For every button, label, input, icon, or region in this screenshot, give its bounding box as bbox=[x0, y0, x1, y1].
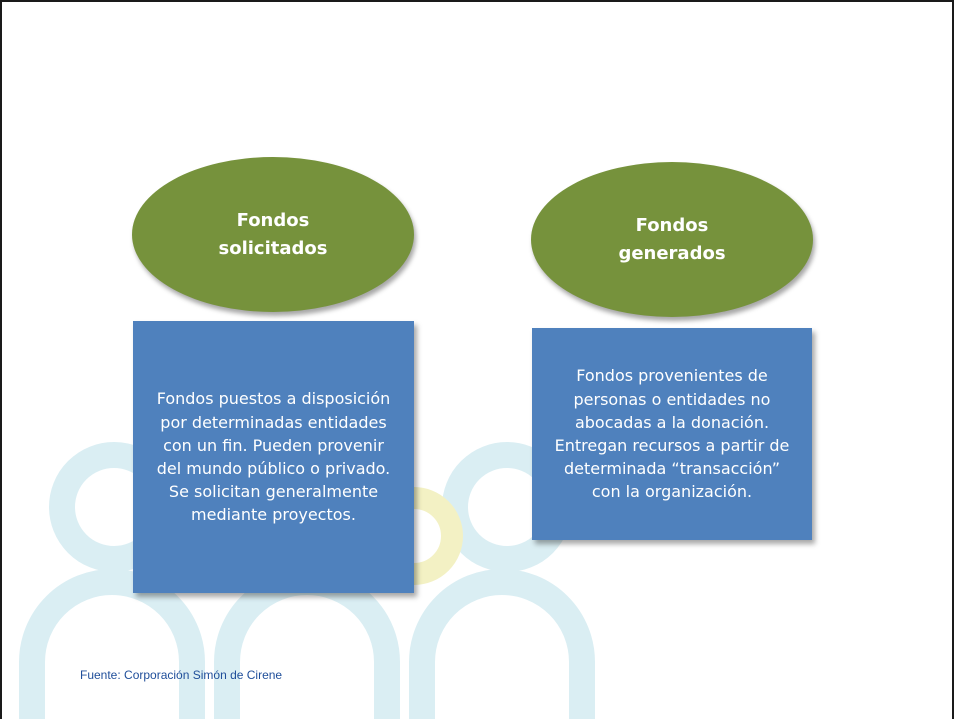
watermark-body-center bbox=[214, 569, 400, 719]
fondos-solicitados-heading: Fondos solicitados bbox=[218, 209, 328, 259]
watermark-body-right bbox=[409, 569, 595, 719]
fondos-solicitados-description: Fondos puestos a disposición por determi… bbox=[156, 389, 391, 525]
watermark-body-left bbox=[19, 569, 205, 719]
fondos-generados-heading: Fondos generados bbox=[618, 214, 726, 264]
fondos-generados-description-box: Fondos provenientes de personas o entida… bbox=[532, 328, 812, 540]
fondos-solicitados-description-box: Fondos puestos a disposición por determi… bbox=[133, 321, 414, 593]
source-caption: Fuente: Corporación Simón de Cirene bbox=[80, 668, 283, 682]
fondos-generados-ellipse: Fondos generados bbox=[531, 162, 813, 317]
fondos-solicitados-ellipse: Fondos solicitados bbox=[132, 157, 414, 312]
fondos-generados-description: Fondos provenientes de personas o entida… bbox=[554, 366, 790, 502]
